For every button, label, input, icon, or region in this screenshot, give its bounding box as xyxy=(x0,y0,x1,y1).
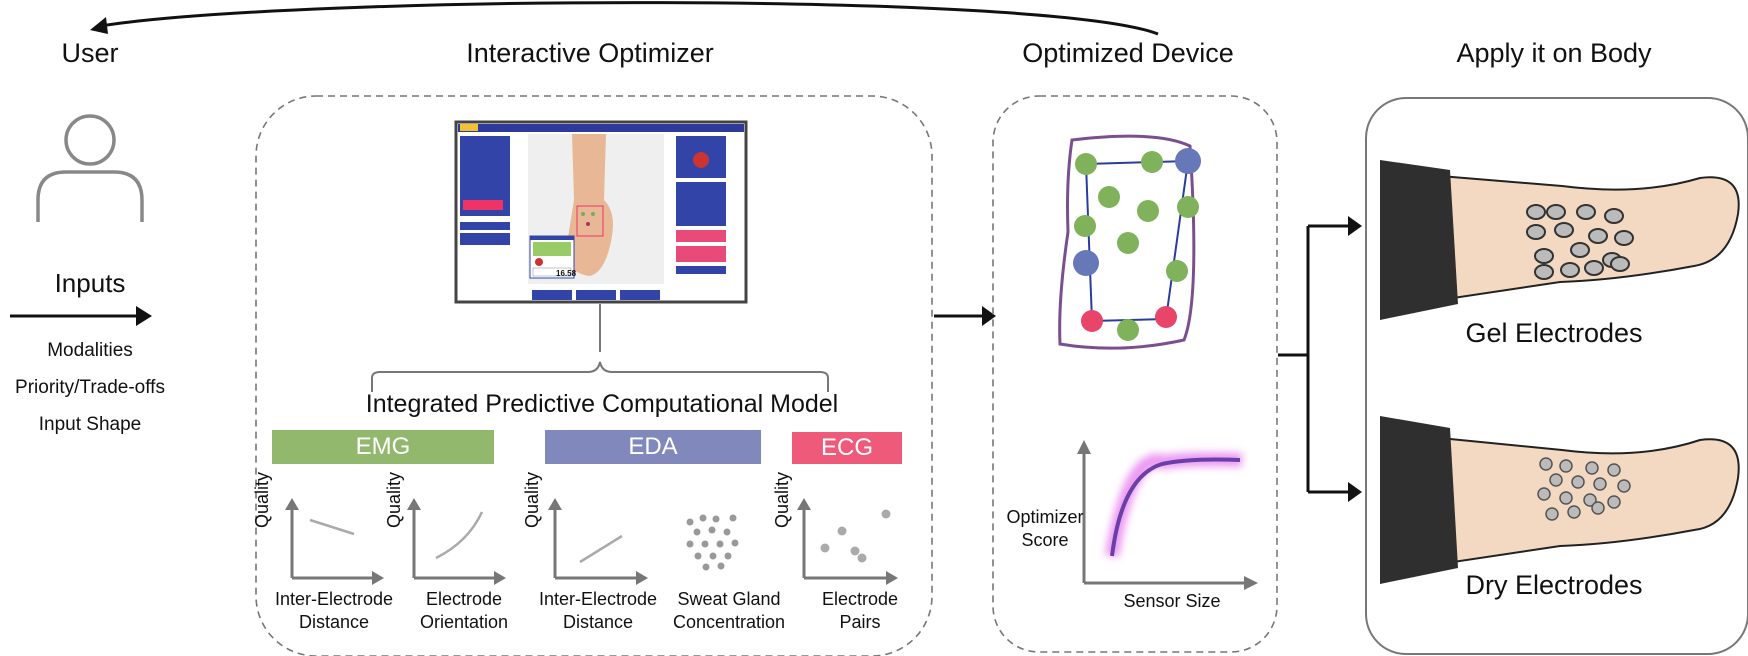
score-plot-xlabel: Sensor Size xyxy=(1123,591,1221,611)
electrodes xyxy=(1073,148,1201,341)
score-curve-glow xyxy=(1105,452,1243,558)
plot-ylabel: Quality xyxy=(252,471,272,528)
band-eda: EDA xyxy=(545,430,761,464)
input-item: Input Shape xyxy=(38,414,142,435)
feedback-arrow xyxy=(99,1,1159,36)
device-box xyxy=(992,95,1278,653)
plot1-line xyxy=(309,518,355,536)
plot-axes xyxy=(285,498,898,585)
gel-arm xyxy=(1380,160,1740,320)
band-ecg: ECG xyxy=(792,432,902,464)
plot-ylabel: Quality xyxy=(384,471,404,528)
dry-electrodes-label: Dry Electrodes xyxy=(1465,570,1643,600)
branch-arrows xyxy=(1278,224,1350,494)
plot-ylabel: Quality xyxy=(772,471,792,528)
input-item: Priority/Trade-offs xyxy=(15,377,165,398)
section-title-user: User xyxy=(61,38,119,68)
optimizer-box xyxy=(255,95,933,656)
optimizer-screenshot xyxy=(454,120,748,304)
section-title-body: Apply it on Body xyxy=(1456,38,1652,68)
plot4-dots xyxy=(686,514,739,571)
model-brace xyxy=(371,361,829,392)
body-box xyxy=(1365,97,1748,655)
inputs-label: Inputs xyxy=(54,268,126,298)
screenshot-score: 16.58 xyxy=(556,269,577,278)
user-icon xyxy=(36,114,144,222)
model-title: Integrated Predictive Computational Mode… xyxy=(365,390,839,418)
input-item: Modalities xyxy=(47,340,133,361)
plot2-curve xyxy=(435,511,484,560)
section-title-device: Optimized Device xyxy=(1022,38,1234,68)
plot3-line xyxy=(579,534,623,564)
device-outline xyxy=(1058,134,1196,350)
gel-electrodes-label: Gel Electrodes xyxy=(1465,318,1643,348)
score-curve xyxy=(1110,457,1241,557)
dry-arm xyxy=(1380,416,1740,584)
feedback-arrowhead xyxy=(90,17,108,34)
plot-ylabel: Quality xyxy=(522,471,542,528)
score-plot-axes xyxy=(1077,440,1258,590)
band-emg: EMG xyxy=(272,430,494,464)
section-title-optimizer: Interactive Optimizer xyxy=(466,38,714,68)
plot5-dots xyxy=(820,509,891,563)
